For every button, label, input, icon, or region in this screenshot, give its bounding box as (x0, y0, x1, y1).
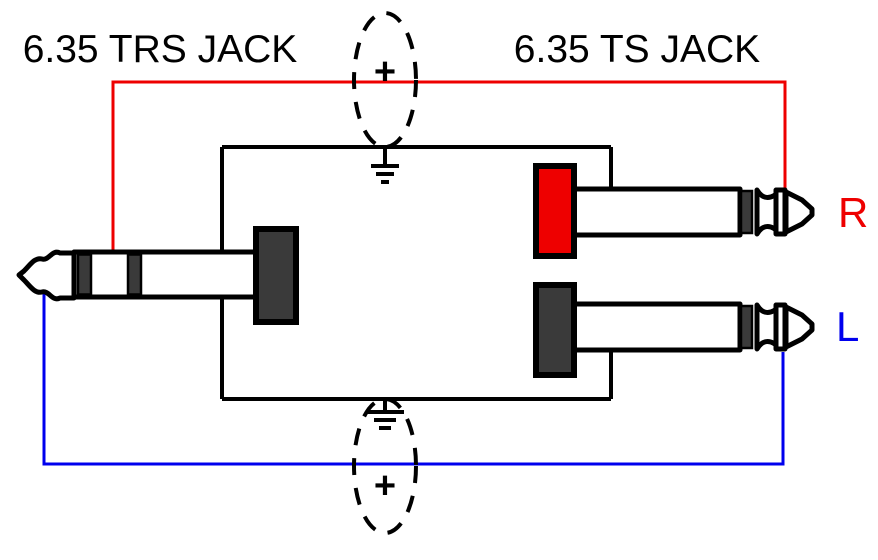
phase-ellipse-bottom (352, 397, 418, 535)
ts-jack-r-shaft (571, 186, 743, 238)
trs-jack (16, 226, 299, 325)
ts-jack-left-channel (533, 282, 815, 378)
ts-jack-l-shaft (571, 301, 743, 353)
trs-jack-body (253, 226, 299, 325)
ts-jack-r-body (533, 163, 577, 259)
ts-jack-l-body (533, 282, 577, 378)
ground-box (220, 145, 613, 401)
ts-jack-right-channel (533, 163, 815, 259)
ts-jack-l-tip (783, 304, 815, 350)
right-channel-wire (111, 80, 787, 252)
ts-jack-l-insulator-band (739, 304, 754, 350)
ts-jack-title: 6.35 TS JACK (514, 28, 760, 71)
phase-plus-bottom: + (374, 465, 396, 507)
trs-jack-insulator-band-2 (126, 253, 143, 296)
right-channel-label: R (838, 189, 868, 236)
ts-jack-r-tip (783, 189, 815, 235)
trs-jack-shaft (71, 249, 262, 300)
ts-jack-r-insulator-band (739, 189, 754, 235)
trs-jack-title: 6.35 TRS JACK (23, 28, 298, 71)
trs-jack-tip (16, 249, 77, 302)
phase-ellipse-top (352, 11, 418, 149)
trs-jack-insulator-band-1 (76, 253, 93, 296)
ground-icon-top (371, 147, 399, 184)
left-channel-label: L (836, 303, 859, 350)
phase-plus-top: + (374, 51, 396, 93)
left-channel-wire (42, 291, 785, 466)
ground-icon-bottom (366, 399, 404, 430)
